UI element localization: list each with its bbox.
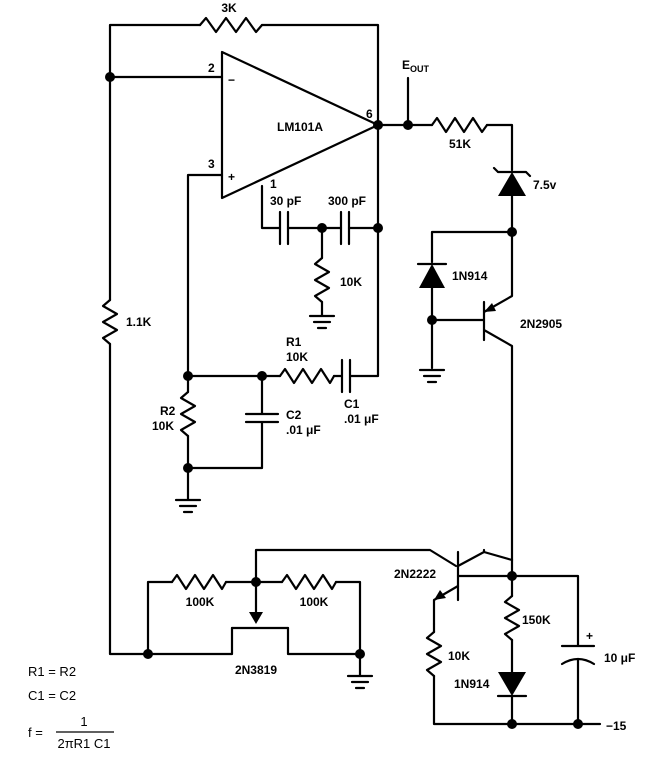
resistor-100k-right xyxy=(280,573,338,591)
cap-30pf-label: 30 pF xyxy=(270,194,301,208)
equation-f-numerator: 1 xyxy=(80,714,87,729)
wien-network: R1 10K C1 .01 μF R2 10K C2 .01 μF xyxy=(152,123,380,514)
resistor-150k xyxy=(503,594,521,642)
resistor-r1 xyxy=(278,367,336,385)
opamp-lm101a: LM101A − + 2 3 1 6 xyxy=(208,50,380,200)
resistor-10k-comp xyxy=(313,256,331,304)
diode-upper-label: 1N914 xyxy=(452,269,488,283)
supply-label: −15 xyxy=(606,719,627,733)
diode-1n914-lower xyxy=(496,672,528,698)
resistor-10k-emitter xyxy=(425,630,443,678)
opamp-plus-sign: + xyxy=(228,170,235,184)
zener-label: 7.5v xyxy=(533,178,557,192)
npn-label: 2N2222 xyxy=(394,567,436,581)
cap-10uf-label: 10 μF xyxy=(604,651,635,665)
diode-lower-label: 1N914 xyxy=(454,677,490,691)
output-node: EOUT xyxy=(373,58,430,130)
resistor-100k-left xyxy=(170,573,228,591)
cap-300pf-label: 300 pF xyxy=(328,194,366,208)
junction-supply xyxy=(573,719,583,729)
c2-name: C2 xyxy=(286,408,302,422)
resistor-r2 xyxy=(179,390,197,438)
c1-name: C1 xyxy=(344,397,360,411)
cap-10uf-plus: + xyxy=(586,629,593,643)
opamp-minus-sign: − xyxy=(228,73,235,87)
resistor-3k xyxy=(198,16,264,34)
resistor-150k-label: 150K xyxy=(522,613,551,627)
r2-value: 10K xyxy=(152,419,174,433)
jfet-label: 2N3819 xyxy=(235,663,277,677)
resistor-3k-label: 3K xyxy=(221,1,237,15)
bias-leg: 1.1K xyxy=(101,75,152,656)
pnp-stage: 1N914 2N2905 xyxy=(416,230,562,562)
c1-value: .01 μF xyxy=(344,412,379,426)
r2-name: R2 xyxy=(160,404,176,418)
r1-name: R1 xyxy=(286,335,302,349)
resistor-51k-label: 51K xyxy=(449,137,471,151)
c2-value: .01 μF xyxy=(286,423,321,437)
feedback-network: 3K xyxy=(105,1,380,127)
equation-f-lhs: f = xyxy=(28,725,43,740)
equation-r1-r2: R1 = R2 xyxy=(28,664,76,679)
output-path: 51K 7.5v xyxy=(406,116,557,237)
resistor-1-1k-label: 1.1K xyxy=(126,315,152,329)
zener-diode xyxy=(492,166,532,196)
eout-label: EOUT xyxy=(402,58,430,74)
compensation-network: 30 pF 300 pF 10K xyxy=(260,184,383,330)
equation-f-denominator: 2πR1 C1 xyxy=(57,736,110,751)
design-equations: R1 = R2 C1 = C2 f = 1 2πR1 C1 xyxy=(28,664,114,751)
resistor-100k-left-label: 100K xyxy=(186,595,215,609)
bias-divider: 150K 1N914 + 10 μF −15 xyxy=(454,574,635,733)
resistor-10k-emitter-label: 10K xyxy=(448,649,470,663)
opamp-pin-1: 1 xyxy=(270,177,277,191)
resistor-1-1k xyxy=(101,298,119,346)
jfet-agc: 100K 100K 2N3819 xyxy=(143,548,458,690)
resistor-10k-comp-label: 10K xyxy=(340,275,362,289)
opamp-pin-6: 6 xyxy=(366,107,373,121)
diode-1n914-upper xyxy=(416,262,448,288)
resistor-100k-right-label: 100K xyxy=(300,595,329,609)
resistor-51k xyxy=(430,116,489,134)
r1-value: 10K xyxy=(286,350,308,364)
opamp-pin-2: 2 xyxy=(208,61,215,75)
pnp-label: 2N2905 xyxy=(520,317,562,331)
equation-c1-c2: C1 = C2 xyxy=(28,688,76,703)
npn-detector: 2N2222 10K xyxy=(394,548,517,726)
opamp-label: LM101A xyxy=(277,120,323,134)
opamp-pin-3: 3 xyxy=(208,157,215,171)
